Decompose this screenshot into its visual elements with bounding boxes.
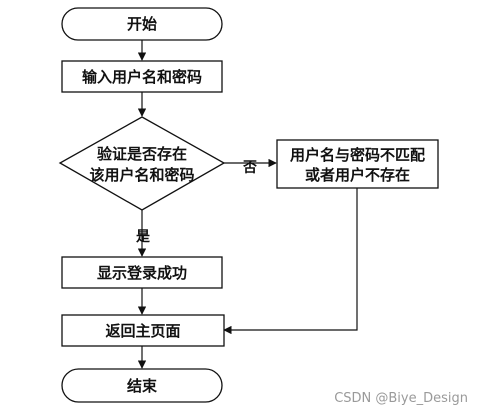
input-node — [61, 60, 223, 93]
edge-label-yes: 是 — [136, 229, 151, 245]
home-label: 返回主页面 — [105, 322, 180, 340]
verify-decision-node — [58, 116, 226, 211]
edge-mismatch-to-home — [223, 188, 358, 335]
end-label: 结束 — [127, 377, 158, 395]
start-node — [61, 7, 223, 41]
success-label: 显示登录成功 — [97, 264, 187, 282]
start-label: 开始 — [127, 15, 157, 33]
mismatch-label-line1: 用户名与密码不匹配 — [290, 146, 425, 164]
end-node — [61, 368, 223, 403]
input-label: 输入用户名和密码 — [82, 68, 202, 86]
mismatch-node — [276, 139, 439, 189]
verify-label-line1: 验证是否存在 — [97, 145, 187, 163]
success-node — [61, 256, 223, 289]
watermark: CSDN @Biye_Design — [334, 391, 468, 406]
mismatch-label-line2: 或者用户不存在 — [305, 166, 410, 184]
home-node — [61, 314, 225, 347]
edge-label-no: 否 — [242, 160, 257, 176]
verify-label-line2: 该用户名和密码 — [89, 166, 194, 184]
